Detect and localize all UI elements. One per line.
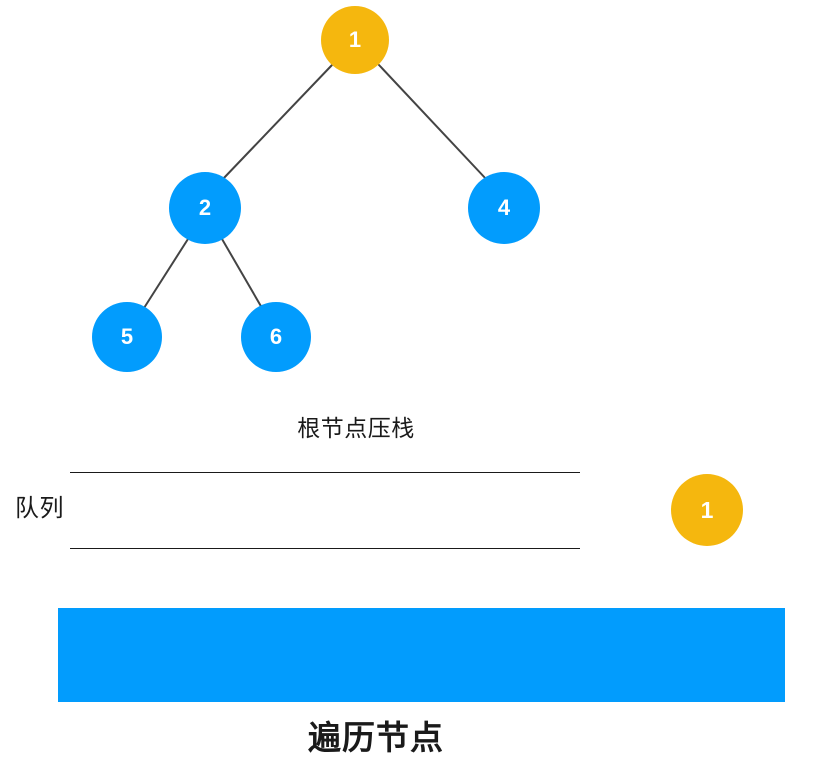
traverse-caption: 遍历节点	[308, 719, 444, 756]
edge-1-4	[378, 64, 488, 181]
queue-item-1[interactable]: 1	[671, 474, 743, 546]
tree-node-2[interactable]: 2	[169, 172, 241, 244]
edge-2-6	[221, 238, 263, 309]
tree-node-2-label: 2	[198, 195, 212, 220]
edge-1-2	[221, 64, 333, 181]
tree-node-1-label: 1	[348, 27, 362, 52]
edge-2-5	[143, 238, 189, 309]
tree-node-4[interactable]: 4	[468, 172, 540, 244]
tree-node-5-label: 5	[120, 324, 134, 349]
queue-label: 队列	[15, 495, 64, 522]
tree-edges	[143, 64, 488, 309]
tree-node-4-label: 4	[497, 195, 511, 220]
tree-node-1[interactable]: 1	[321, 6, 389, 74]
queue-rail-bottom	[70, 548, 580, 549]
traverse-bar	[58, 608, 785, 702]
tree-node-6-label: 6	[269, 324, 283, 349]
tree-node-6[interactable]: 6	[241, 302, 311, 372]
queue-rail-top	[70, 472, 580, 473]
tree-node-5[interactable]: 5	[92, 302, 162, 372]
push-root-caption: 根节点压栈	[297, 415, 415, 441]
queue-item-1-label: 1	[700, 496, 714, 523]
